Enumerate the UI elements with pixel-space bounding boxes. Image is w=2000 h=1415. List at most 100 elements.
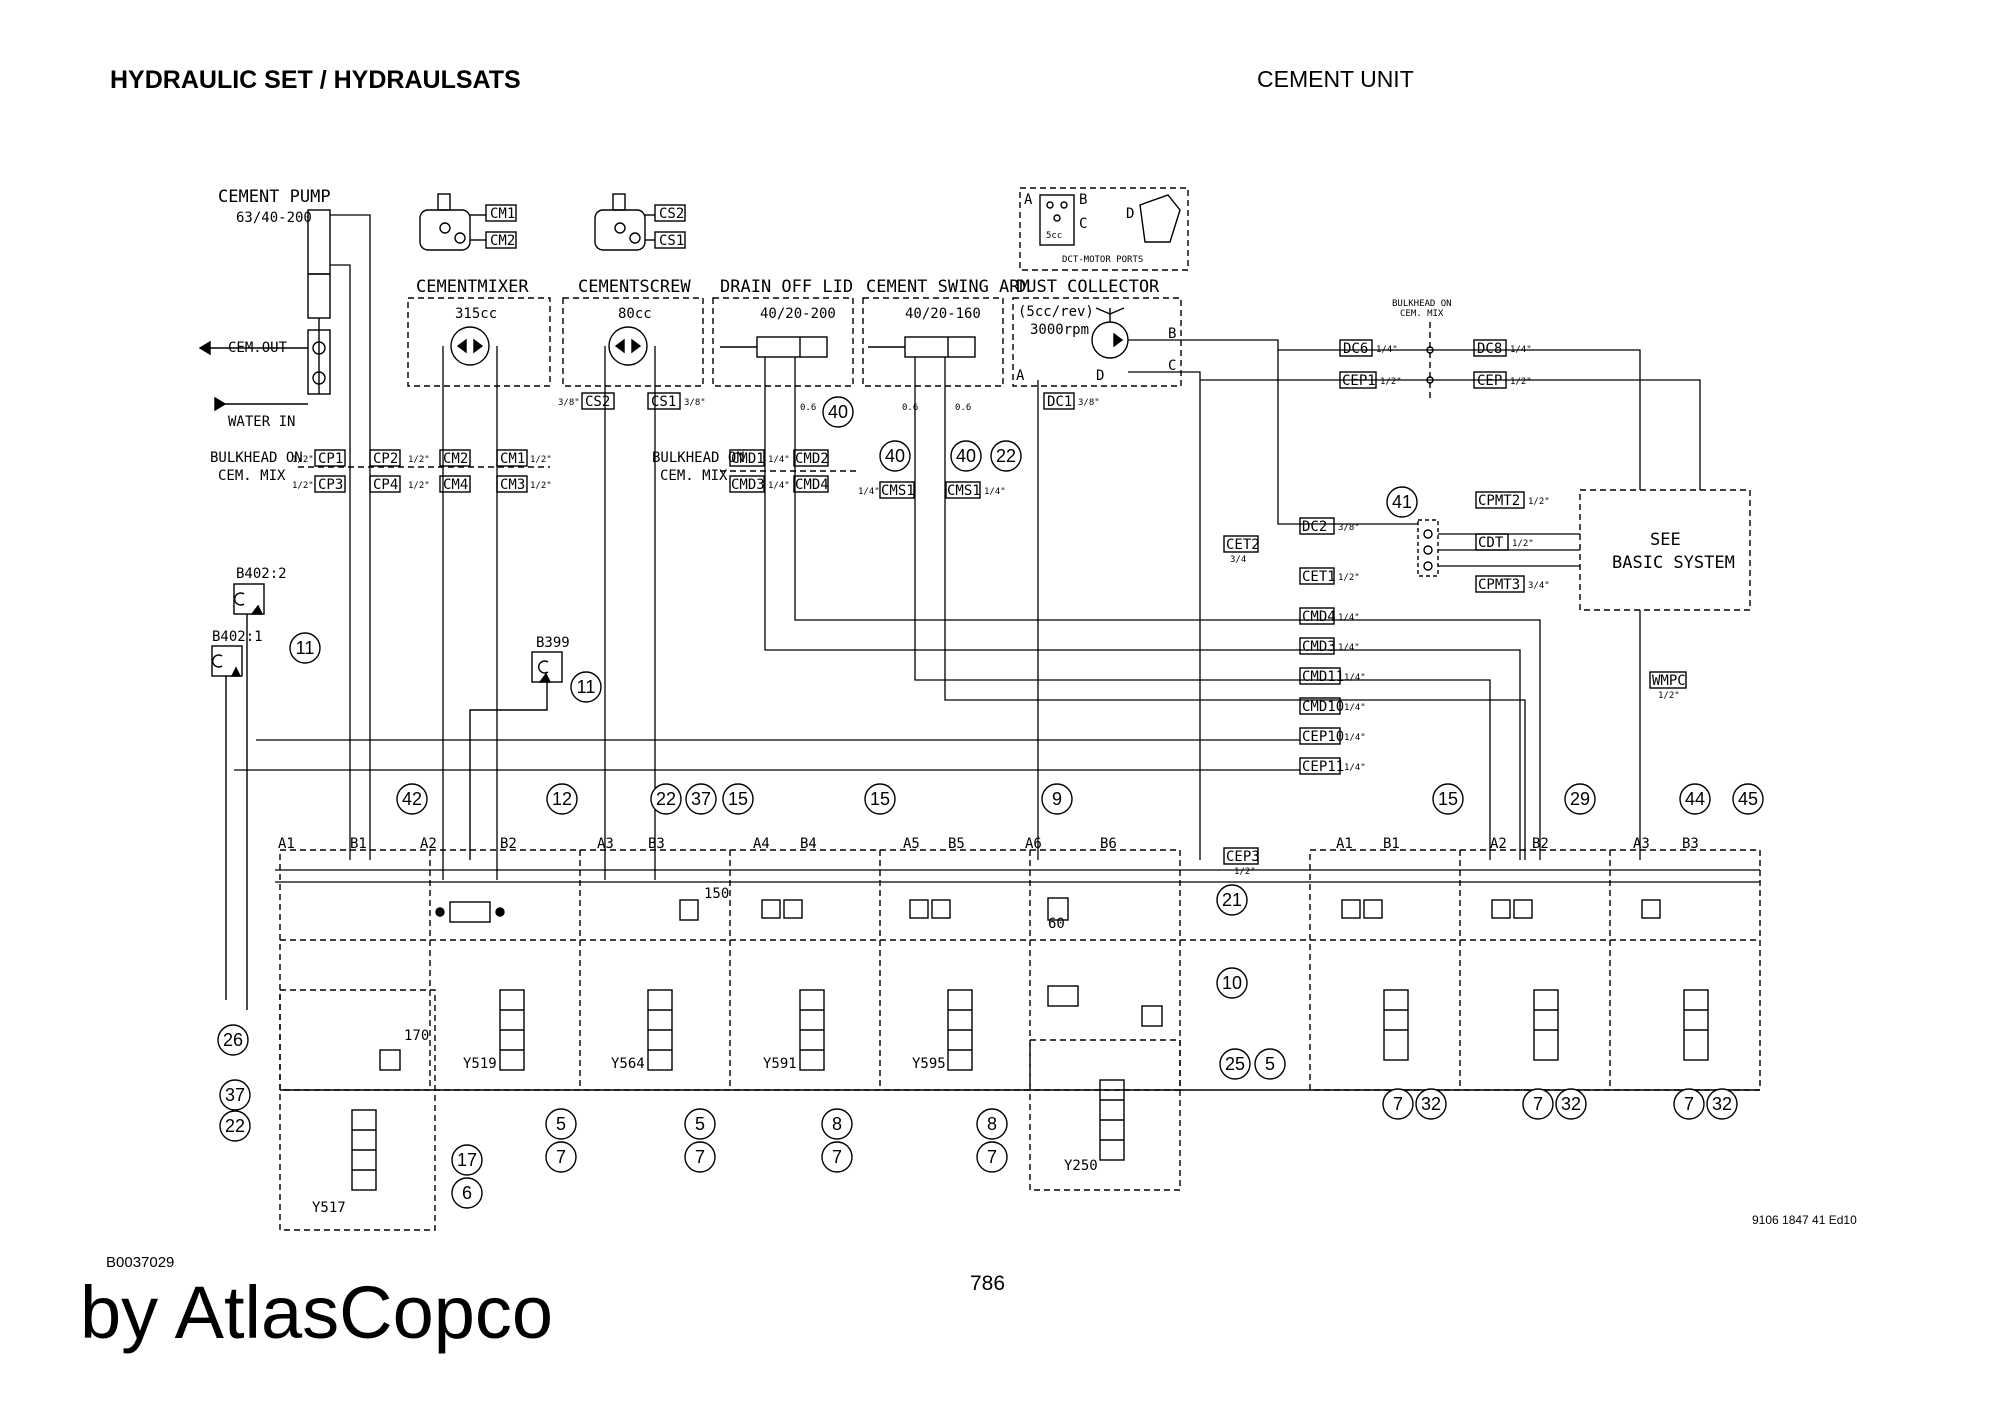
callout-number: 25 [1225,1054,1245,1074]
svg-text:B: B [1168,326,1176,342]
callout-number: 8 [832,1114,842,1134]
svg-text:CMS1: CMS1 [881,483,915,499]
callout-number: 44 [1685,789,1705,809]
callout-25: 25 [1219,1048,1251,1080]
callout-number: 12 [552,789,572,809]
callout-number: 6 [462,1183,472,1203]
svg-text:0.6: 0.6 [902,403,918,413]
svg-text:CP4: CP4 [373,477,398,493]
callout-22: 22 [650,783,682,815]
svg-text:A4: A4 [753,836,770,852]
sensor-b399: B399 [536,635,570,651]
svg-text:A6: A6 [1025,836,1042,852]
svg-text:1/4": 1/4" [1344,763,1366,773]
svg-text:B3: B3 [648,836,665,852]
callout-15: 15 [722,783,754,815]
svg-text:170: 170 [404,1028,429,1044]
component-port-tags: 3/8" CS2 CS1 3/8" DC1 3/8" 0.6 0.6 0.6 [558,392,1100,413]
callout-6: 6 [451,1177,483,1209]
callout-44: 44 [1679,783,1711,815]
callout-21: 21 [1216,884,1248,916]
svg-text:1/2": 1/2" [1380,377,1402,387]
callout-45: 45 [1732,783,1764,815]
svg-text:3/4": 3/4" [1528,581,1550,591]
callout-number: 7 [832,1147,842,1167]
svg-text:CEP3: CEP3 [1226,849,1260,865]
svg-text:1/4": 1/4" [768,481,790,491]
svg-text:CEP10: CEP10 [1302,729,1344,745]
svg-text:B2: B2 [500,836,517,852]
callout-12: 12 [546,783,578,815]
svg-text:3/4: 3/4 [1230,555,1246,565]
svg-text:CMD1: CMD1 [731,451,765,467]
svg-text:60: 60 [1048,916,1065,932]
valve-y564: Y564 [611,1056,645,1072]
svg-text:CM1: CM1 [500,451,525,467]
svg-text:D: D [1126,206,1134,222]
cementscrew-title: CEMENTSCREW [578,277,691,297]
svg-text:A1: A1 [1336,836,1353,852]
svg-text:1/2": 1/2" [292,455,314,465]
svg-text:150: 150 [704,886,729,902]
callout-number: 29 [1570,789,1590,809]
callout-22: 22 [219,1110,251,1142]
valve-manifold [279,849,1761,1231]
svg-text:CM4: CM4 [443,477,468,493]
svg-text:A2: A2 [1490,836,1507,852]
svg-text:DC2: DC2 [1302,519,1327,535]
svg-text:CMD2: CMD2 [795,451,829,467]
svg-text:CEP: CEP [1477,373,1502,389]
callout-number: 7 [556,1147,566,1167]
callout-8: 8 [976,1108,1008,1140]
cm2-tag: CM2 [490,233,515,249]
svg-text:0.6: 0.6 [800,403,816,413]
dct-motor-ports: 5cc A B C D DCT-MOTOR PORTS [1019,187,1189,271]
cement-swing-arm-title: CEMENT SWING ARM [866,277,1030,297]
check-valves [379,897,1661,1071]
svg-text:CM3: CM3 [500,477,525,493]
svg-text:CP3: CP3 [318,477,343,493]
section-title: CEMENT UNIT [1257,66,1414,92]
signal-line-tags: CMD4 1/4" CMD3 1/4" CMD11 1/4" CMD10 1/4… [1223,607,1687,877]
callout-7: 7 [1382,1088,1414,1120]
svg-text:3/8": 3/8" [1078,398,1100,408]
callout-number: 7 [987,1147,997,1167]
spool-valves [351,989,1709,1191]
callout-number: 26 [223,1030,243,1050]
svg-text:B1: B1 [1383,836,1400,852]
svg-text:BULKHEAD ON: BULKHEAD ON [652,450,745,466]
callout-number: 7 [1533,1094,1543,1114]
svg-text:1/2": 1/2" [408,481,430,491]
callout-10: 10 [1216,967,1248,999]
cement-pump-label: CEMENT PUMP [218,187,331,207]
callout-number: 22 [656,789,676,809]
callout-40: 40 [822,396,854,428]
svg-text:1/4": 1/4" [984,487,1006,497]
svg-text:1/2": 1/2" [292,481,314,491]
pressure-sensors: B402:2 B402:1 B399 [211,566,570,1010]
svg-text:CMS1: CMS1 [947,483,981,499]
callout-number: 42 [402,789,422,809]
sensor-b402-2: B402:2 [236,566,287,582]
svg-text:CEM. MIX: CEM. MIX [218,468,286,484]
svg-text:A: A [1016,368,1025,384]
svg-text:CMD3: CMD3 [731,477,765,493]
callout-40: 40 [950,440,982,472]
callout-number: 15 [728,789,748,809]
callout-26: 26 [217,1024,249,1056]
svg-text:BULKHEAD ON: BULKHEAD ON [1392,299,1452,309]
callout-number: 7 [695,1147,705,1167]
callout-number: 22 [996,446,1016,466]
valve-y591: Y591 [763,1056,797,1072]
svg-text:D: D [1096,368,1104,384]
callout-7: 7 [976,1141,1008,1173]
callout-number: 7 [1393,1094,1403,1114]
svg-text:1/4": 1/4" [1344,673,1366,683]
svg-text:CM2: CM2 [443,451,468,467]
svg-text:CS2: CS2 [585,394,610,410]
callout-11: 11 [289,632,321,664]
callout-42: 42 [396,783,428,815]
page-number: 786 [970,1272,1006,1295]
svg-text:C: C [1168,358,1176,374]
